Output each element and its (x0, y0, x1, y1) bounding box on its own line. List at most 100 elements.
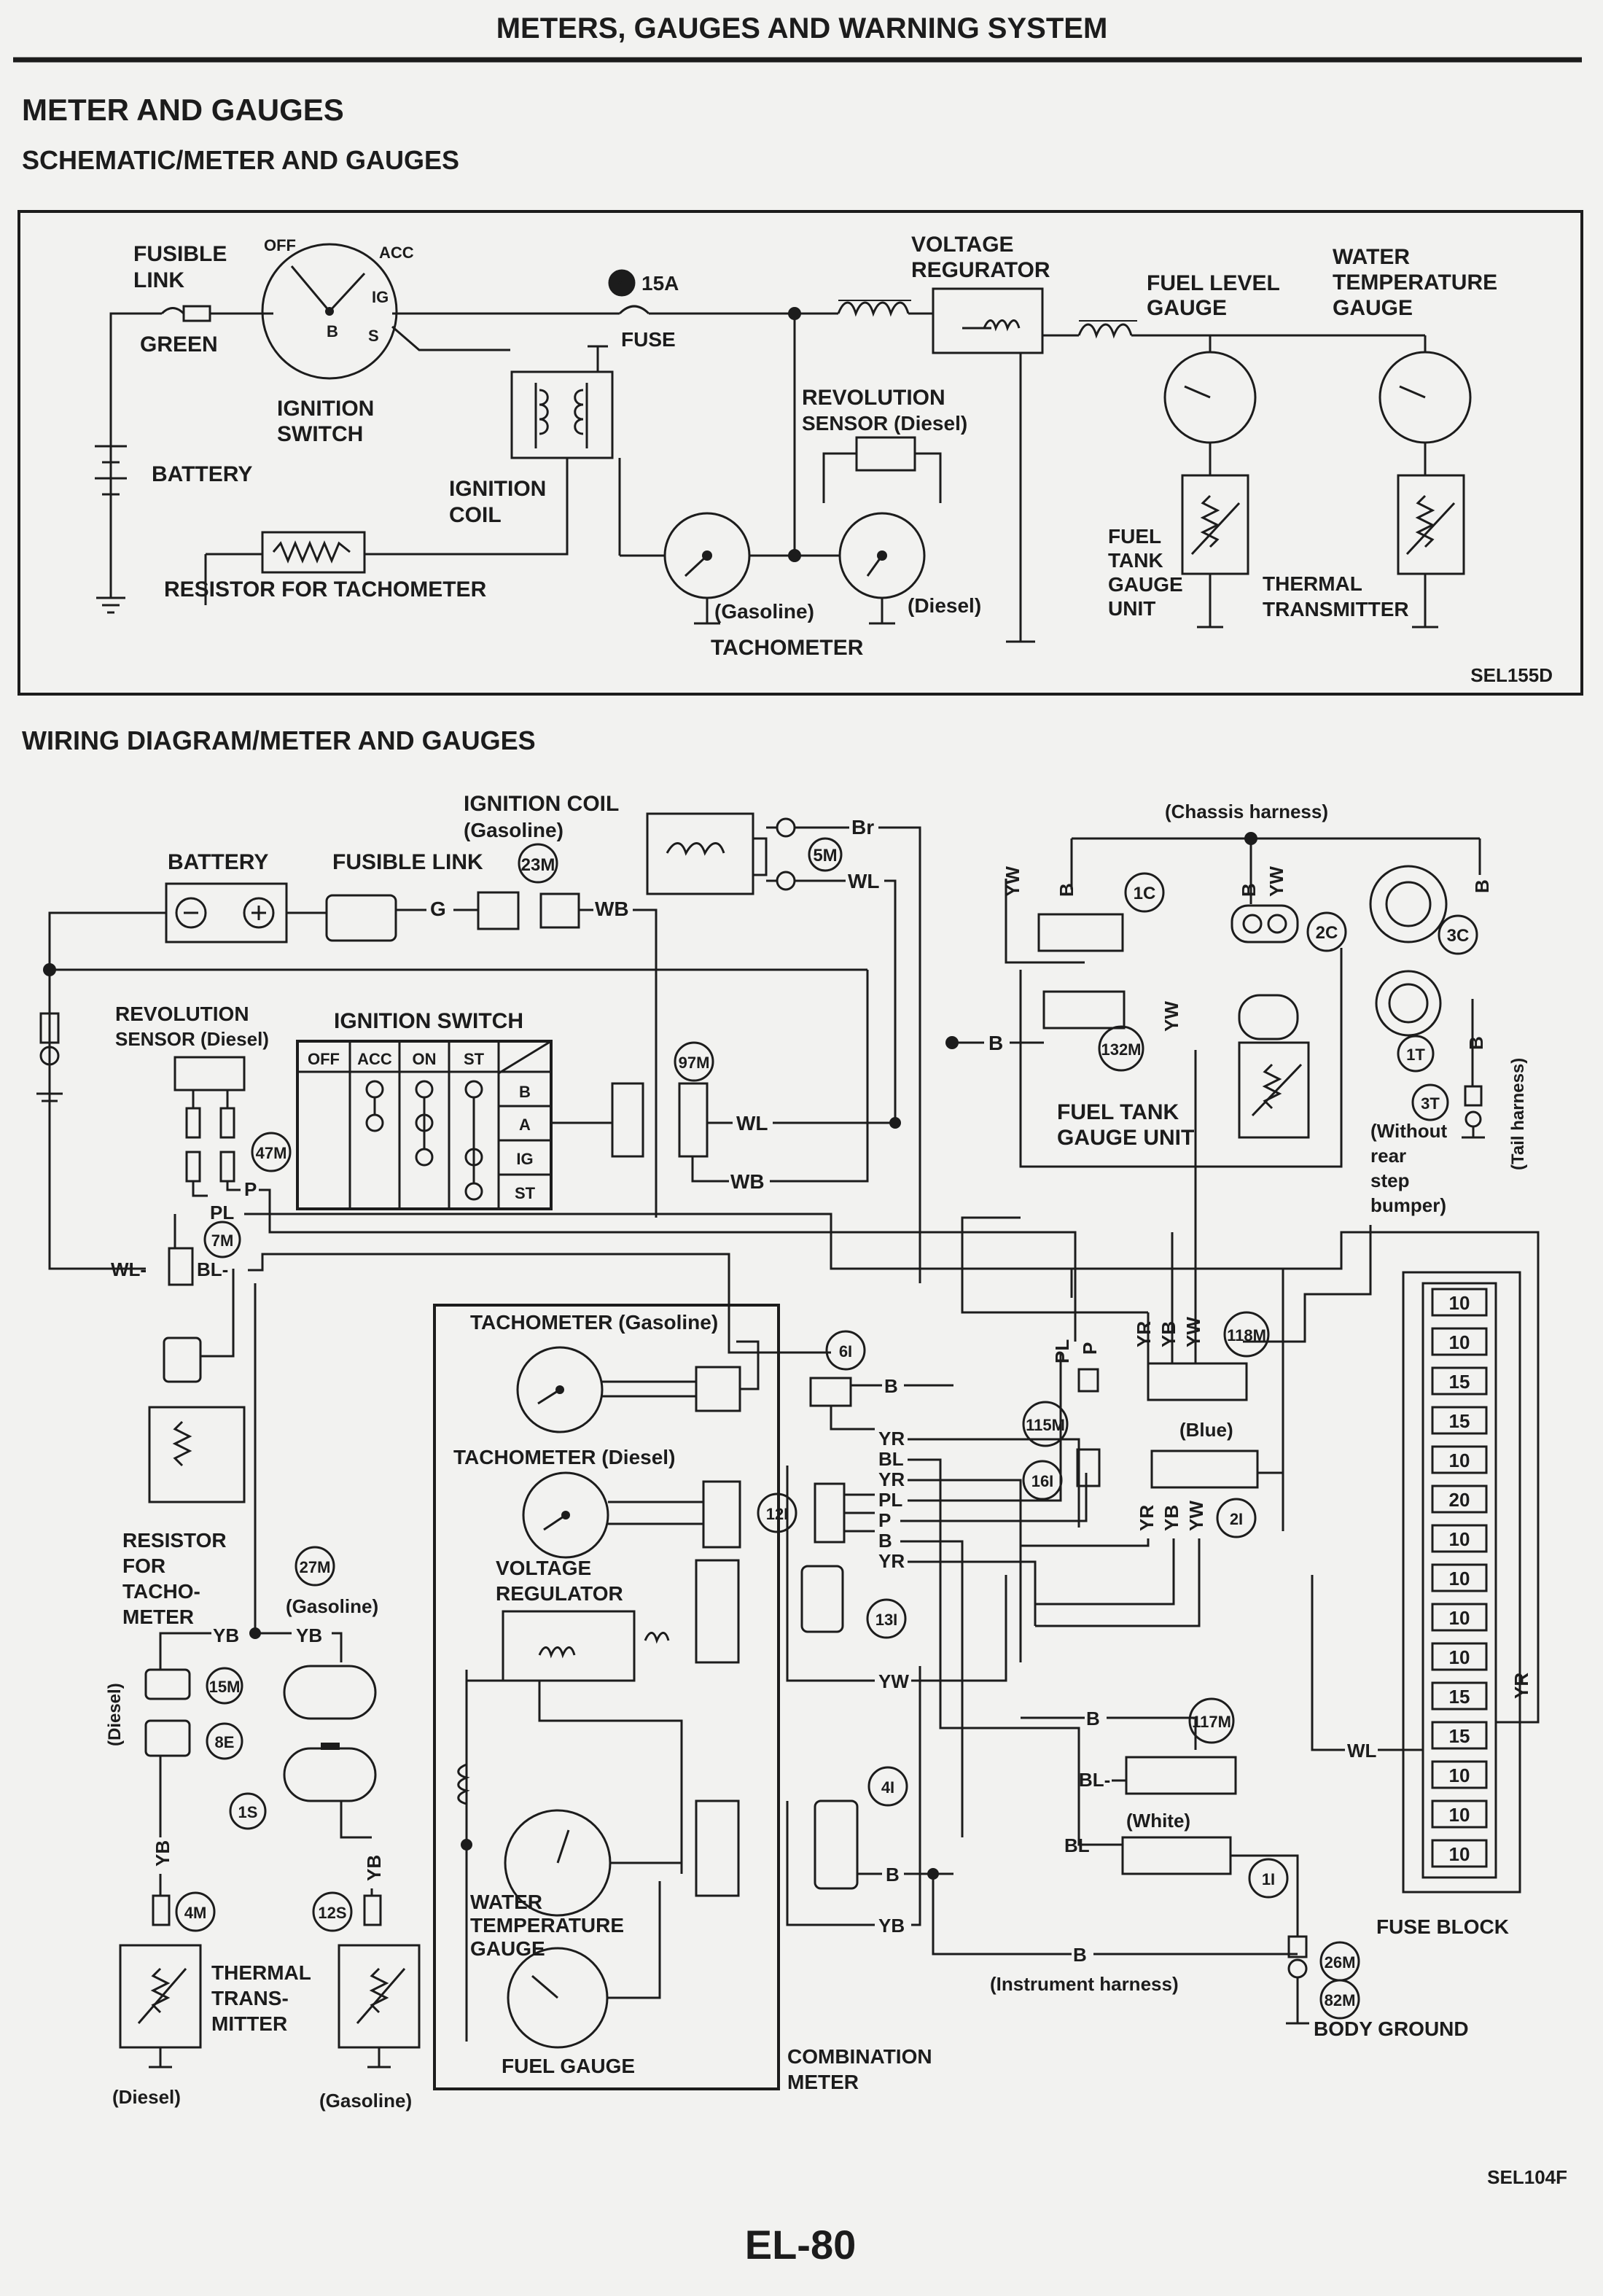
ignition-switch-label-2: SWITCH (277, 422, 363, 446)
fuse-block-label: FUSE BLOCK (1376, 1915, 1509, 1938)
fuse-12-rating: 15 (1449, 1725, 1470, 1747)
connector-132m: 132M (1101, 1040, 1141, 1059)
wire-pl-1: PL (878, 1489, 902, 1511)
tach-resistor-wiring-symbol (148, 1406, 246, 1503)
fuel-level-gauge-label: FUEL LEVEL (1147, 271, 1280, 295)
wire-yr-118m: YR (1133, 1321, 1155, 1347)
wire-b-4i: B (886, 1864, 900, 1886)
revolution-sensor-wiring-symbol (173, 1056, 246, 1091)
fuse-symbol (618, 305, 650, 315)
diesel-label-thermal: (Diesel) (112, 2086, 181, 2108)
switch-row-b: B (519, 1083, 531, 1101)
wire-yb-4m: YB (152, 1840, 173, 1867)
diesel-label-8e: (Diesel) (105, 1683, 125, 1746)
wire-yb-118m: YB (1158, 1321, 1179, 1347)
ignition-switch-table: OFF ACC ON ST B A IG ST (296, 1040, 553, 1210)
tach-resistor-label: RESISTOR FOR TACHOMETER (164, 577, 487, 602)
fuel-tank-gauge-unit-wiring-symbol (1238, 1041, 1310, 1139)
combination-meter-label: COMBINATION (787, 2045, 932, 2068)
thermal-transmitter-symbol (1397, 474, 1465, 575)
connector-115m: 115M (1026, 1416, 1065, 1434)
link-connector-2 (477, 891, 520, 930)
wire-wl-coil: WL (848, 870, 880, 892)
wire-b-tail: B (1465, 1036, 1487, 1050)
fuse-13 (1431, 1760, 1488, 1789)
ignition-coil-label-wiring: IGNITION COIL (464, 792, 619, 816)
schematic-title: SCHEMATIC/METER AND GAUGES (22, 145, 459, 175)
connector-47m: 47M (256, 1144, 287, 1162)
fuse-8 (1431, 1563, 1488, 1592)
switch-col-on: ON (413, 1050, 437, 1068)
connector-2i: 2I (1230, 1510, 1243, 1528)
fuel-tank-connector (1238, 994, 1299, 1040)
thermal-transmitter-label-wiring: THERMAL (211, 1961, 311, 1984)
connector-12i: 12I (766, 1505, 789, 1523)
ignition-switch-label: IGNITION (277, 397, 374, 421)
tachometer-label: TACHOMETER (711, 636, 864, 660)
fuse-13-rating: 10 (1449, 1764, 1470, 1786)
fusible-link-connector (325, 894, 397, 942)
battery-symbol (95, 445, 127, 614)
wire-yb-left: YB (213, 1624, 239, 1646)
wire-b-2c: B (1238, 883, 1260, 897)
connector-4m: 4M (184, 1904, 207, 1922)
ignition-coil-label-wiring-2: (Gasoline) (464, 819, 563, 841)
wire-wl-97m: WL (736, 1112, 768, 1135)
voltage-regulator-label-wiring: VOLTAGE (496, 1557, 591, 1579)
fuel-tank-gauge-unit-label-3: GAUGE (1108, 573, 1183, 596)
thermal-transmitter-diesel-symbol (119, 1944, 202, 2049)
fuse-7-rating: 10 (1449, 1528, 1470, 1550)
fuse-14-rating: 10 (1449, 1804, 1470, 1826)
connector-8e-body (144, 1719, 191, 1757)
fuse-9 (1431, 1603, 1488, 1632)
connector-27m-body (283, 1665, 377, 1720)
schematic-code: SEL155D (1470, 664, 1553, 686)
connector-16i: 16I (1031, 1472, 1054, 1490)
schematic-diagram: FUSIBLE LINK GREEN BATTERY OFF ACC IG B … (17, 210, 1583, 696)
connector-5m: 5M (813, 846, 837, 865)
tach-resistor-label-wiring: RESISTOR (122, 1529, 227, 1552)
wire-yw-118m: YW (1182, 1317, 1204, 1347)
wire-bl-117m: BL- (1079, 1769, 1110, 1791)
connector-1s: 1S (238, 1803, 258, 1821)
fuse-1-rating: 10 (1449, 1292, 1470, 1314)
link-connector-3 (539, 892, 580, 929)
voltage-regulator-wiring-symbol (502, 1610, 636, 1682)
voltage-regulator-symbol (932, 287, 1044, 354)
tach-gasoline-label-wiring: TACHOMETER (Gasoline) (470, 1311, 718, 1334)
connector-15m: 15M (209, 1678, 241, 1696)
connector-4i-body (814, 1799, 859, 1890)
connector-15m-body (144, 1668, 191, 1700)
revolution-sensor-label: REVOLUTION (802, 386, 945, 410)
connector-3t: 3T (1421, 1094, 1440, 1113)
wire-yr-fuse: YR (1510, 1673, 1532, 1699)
revolution-sensor-label-wiring: REVOLUTION (115, 1003, 249, 1025)
wire-yr-2: YR (878, 1468, 905, 1490)
tachometer-gasoline-wiring-symbol (516, 1346, 604, 1433)
connector-97m: 97M (679, 1054, 710, 1072)
wiring-diagram: BATTERY FUSIBLE LINK 23M G WB IGNITION C… (36, 792, 1567, 2188)
without-step-bumper-3: step (1370, 1170, 1409, 1191)
wire-yb-2i: YB (1161, 1505, 1182, 1531)
connector-16i-body (1076, 1448, 1101, 1487)
tach-gasoline-label: (Gasoline) (714, 600, 814, 623)
fuse-11-rating: 15 (1449, 1686, 1470, 1708)
connector-1c-body (1037, 913, 1124, 952)
wire-p-rev: P (244, 1178, 257, 1200)
fuse-7 (1431, 1524, 1488, 1553)
fuse-1 (1431, 1288, 1488, 1317)
wire-yw-132m: YW (1161, 1001, 1182, 1032)
chassis-harness-label: (Chassis harness) (1165, 801, 1328, 822)
switch-col-st: ST (464, 1050, 485, 1068)
connector-132m-body (1042, 990, 1126, 1030)
tail-harness-label: (Tail harness) (1508, 1058, 1528, 1170)
connector-1c: 1C (1134, 884, 1156, 903)
wire-wb-link: WB (595, 898, 629, 920)
fuel-tank-gauge-unit-symbol (1181, 474, 1249, 575)
without-step-bumper-4: bumper) (1370, 1194, 1446, 1216)
switch-row-a: A (519, 1116, 531, 1134)
fuse-3 (1431, 1366, 1488, 1396)
connector-118m-body (1147, 1362, 1248, 1401)
wire-g: G (430, 898, 446, 920)
fuel-tank-gauge-unit-label-4: UNIT (1108, 597, 1155, 620)
